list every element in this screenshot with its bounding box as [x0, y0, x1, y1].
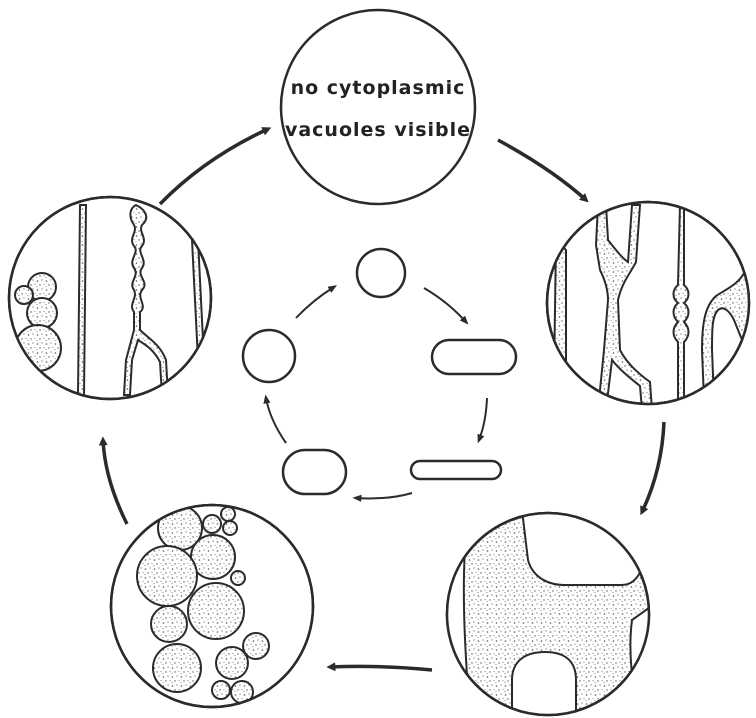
stage-top-left-tubular-vacuoles: [9, 197, 211, 399]
vacuole-sphere: [212, 681, 230, 699]
vacuole-sphere: [216, 647, 248, 679]
inner-shape-circle-left: [243, 330, 295, 382]
vacuole-sphere: [153, 644, 201, 692]
inner-shape-oblong-right: [432, 340, 516, 374]
vacuole-sphere: [223, 521, 237, 535]
stage-top-no-vacuoles: no cytoplasmic vacuoles visible: [281, 10, 475, 204]
vacuole-sphere: [151, 606, 187, 642]
inner-arrow-top-to-right: [424, 288, 466, 322]
vacuole-sphere: [15, 286, 33, 304]
inner-cycle: [243, 249, 516, 498]
inner-arrow-right-to-bottom-right: [479, 398, 487, 440]
vacuole-sphere: [27, 298, 57, 328]
vacuole-sphere: [188, 583, 244, 639]
inner-shape-oval-bottom-left: [283, 450, 346, 494]
vacuole-sphere: [203, 515, 221, 533]
inner-arrow-bottom-left-to-left: [266, 398, 286, 443]
inner-arrow-bottom-right-to-bottom-left: [356, 493, 412, 498]
arrow-bottom-left-to-top-left: [103, 440, 127, 524]
arrow-top-right-to-bottom-right: [642, 422, 664, 512]
stage-label-line1: no cytoplasmic: [291, 77, 466, 99]
stage-bottom-left-spherical-vacuoles: [111, 505, 313, 707]
inner-shape-rod-bottom-right: [411, 461, 501, 479]
vacuole-sphere: [221, 507, 235, 521]
stage-label-line2: vacuoles visible: [285, 119, 471, 141]
arrow-bottom-right-to-bottom-left: [330, 666, 432, 670]
vacuole-sphere: [231, 571, 245, 585]
tubular-vacuole: [78, 205, 86, 395]
vacuole-sphere: [137, 546, 197, 606]
inner-shape-circle-top: [357, 249, 405, 297]
inner-arrow-left-to-top: [296, 287, 334, 318]
arrow-top-to-top-right: [498, 140, 586, 200]
arrow-top-left-to-top: [160, 129, 268, 204]
stage-bottom-right-large-vacuole: [440, 510, 660, 715]
stage-top-right-branching-network: [547, 202, 752, 410]
